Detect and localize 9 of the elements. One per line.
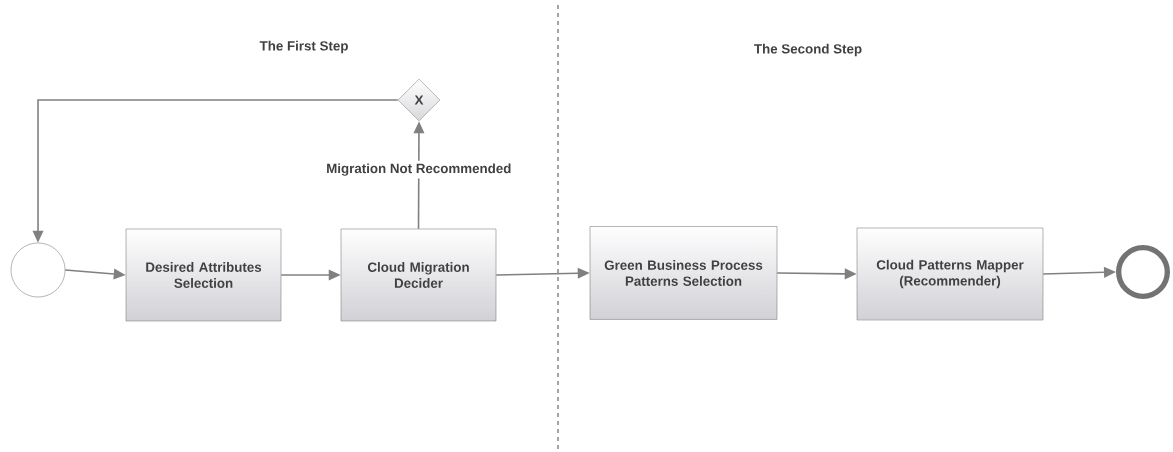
process-box: Cloud Patterns Mapper (Recommender) (856, 227, 1044, 321)
end-event-circle (1116, 245, 1170, 299)
process-box: Cloud Migration Decider (340, 228, 497, 322)
process-box: Green Business Process Patterns Selection (589, 226, 778, 320)
step-heading: The Second Step (754, 43, 862, 57)
start-event-circle (10, 242, 66, 298)
step-heading: The First Step (259, 40, 348, 54)
process-box: Desired Attributes Selection (125, 228, 282, 322)
edge-label: Migration Not Recommended (327, 163, 511, 176)
